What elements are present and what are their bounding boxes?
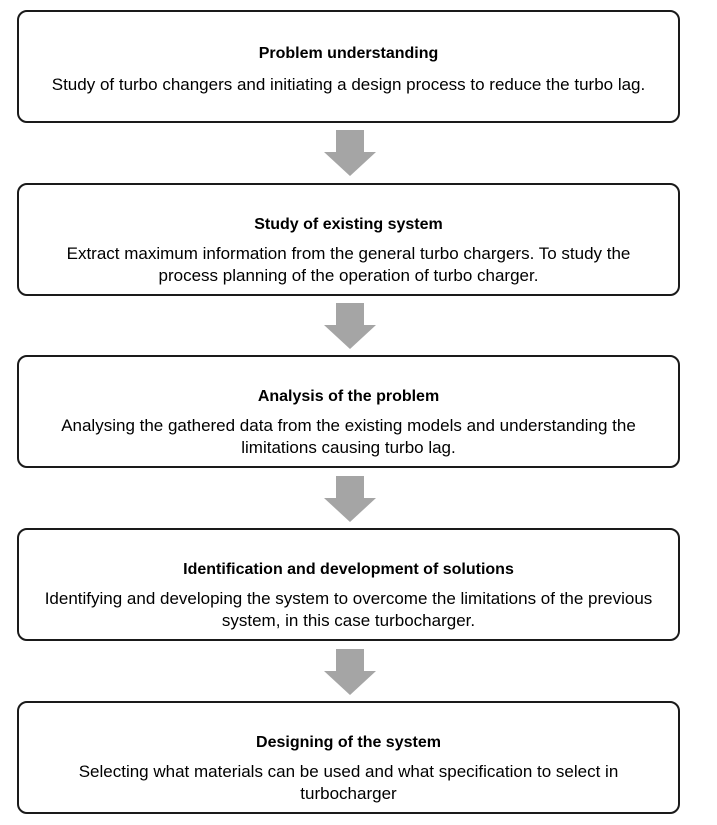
step-description: Study of turbo changers and initiating a… (51, 75, 646, 94)
down-arrow-icon (324, 303, 376, 349)
step-description: Analysing the gathered data from the exi… (61, 416, 636, 457)
step-box-problem-understanding: Problem understanding Study of turbo cha… (17, 10, 680, 123)
step-description: Selecting what materials can be used and… (78, 762, 619, 803)
step-box-study-of-existing-system: Study of existing system Extract maximum… (17, 183, 680, 296)
step-title: Identification and development of soluti… (183, 561, 514, 578)
step-title: Problem understanding (258, 45, 439, 62)
step-title: Designing of the system (256, 734, 441, 751)
step-box-designing-of-the-system: Designing of the system Selecting what m… (17, 701, 680, 814)
down-arrow-icon (324, 476, 376, 522)
down-arrow-icon (324, 649, 376, 695)
step-description: Identifying and developing the system to… (44, 589, 653, 630)
step-box-analysis-of-the-problem: Analysis of the problem Analysing the ga… (17, 355, 680, 468)
step-description: Extract maximum information from the gen… (66, 244, 631, 285)
step-title: Analysis of the problem (257, 388, 440, 405)
step-box-identification-and-development: Identification and development of soluti… (17, 528, 680, 641)
down-arrow-icon (324, 130, 376, 176)
step-title: Study of existing system (254, 216, 443, 233)
